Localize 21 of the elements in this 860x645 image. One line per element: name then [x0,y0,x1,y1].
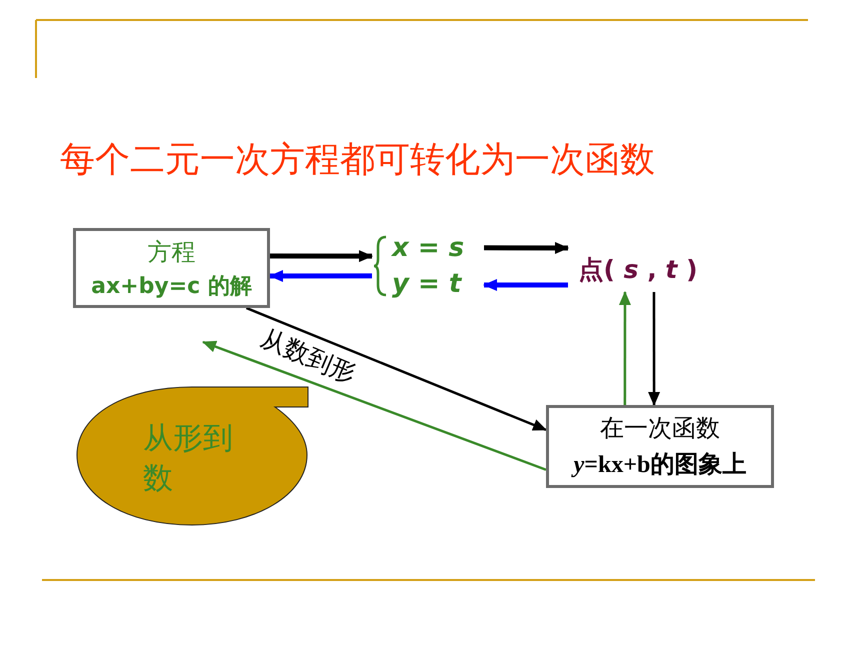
title: 每个二元一次方程都可转化为一次函数 [60,139,655,182]
arrow [246,306,547,432]
equation-text: x = s [392,232,464,265]
box-text: 方程 [148,236,196,268]
arrow [484,242,569,254]
edge-label: 从数到形 [255,322,361,391]
arrow [202,340,546,471]
arrow [483,279,568,291]
point-text: 点( s , t ) [578,254,698,286]
arrow [270,250,373,262]
process-box [546,405,774,488]
process-box [73,228,270,308]
callout-text: 从形到数 [143,420,234,498]
box-text: 在一次函数 [600,414,720,444]
callout-shape [75,385,311,527]
equation-text: y = t [392,268,463,301]
box-text: y=kx+b的图象上 [574,446,746,482]
arrow [648,292,660,406]
arrow [269,270,372,282]
box-text: ax+by=c 的解 [91,272,252,300]
arrow [618,291,631,405]
